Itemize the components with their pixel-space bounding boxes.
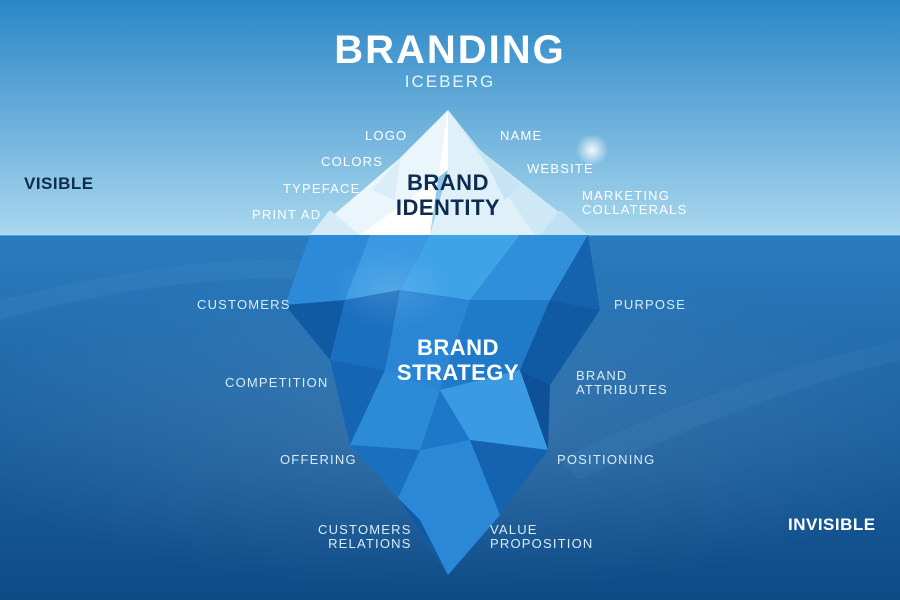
- page-subtitle: ICEBERG: [404, 72, 496, 91]
- label-colors: COLORS: [321, 154, 384, 169]
- label-positioning: POSITIONING: [557, 452, 656, 467]
- label-customers-relations-line1: CUSTOMERS: [318, 522, 412, 537]
- brand-strategy-line2: STRATEGY: [396, 360, 520, 385]
- water-curve-left: [0, 259, 330, 320]
- label-typeface: TYPEFACE: [283, 181, 361, 196]
- label-customers: CUSTOMERS: [197, 297, 291, 312]
- label-competition: COMPETITION: [225, 375, 329, 390]
- label-purpose: PURPOSE: [614, 297, 686, 312]
- iceberg-tip: [310, 110, 588, 235]
- brand-identity-title: BRAND IDENTITY: [358, 170, 538, 220]
- page-title: BRANDING: [334, 28, 566, 72]
- label-brand-attributes: BRAND ATTRIBUTES: [576, 369, 668, 397]
- label-website: WEBSITE: [527, 161, 594, 176]
- label-customers-relations: CUSTOMERS RELATIONS: [318, 523, 412, 551]
- label-customers-relations-line2: RELATIONS: [328, 536, 412, 551]
- brand-identity-line1: BRAND: [407, 170, 489, 195]
- label-print-ad: PRINT AD: [252, 207, 322, 222]
- label-marketing-line1: MARKETING: [582, 188, 671, 203]
- label-logo: LOGO: [365, 128, 408, 143]
- brand-strategy-title: BRAND STRATEGY: [368, 335, 548, 385]
- label-value-line2: PROPOSITION: [490, 536, 594, 551]
- label-brand-attributes-line1: BRAND: [576, 368, 628, 383]
- label-value-proposition: VALUE PROPOSITION: [490, 523, 594, 551]
- label-marketing-collaterals: MARKETING COLLATERALS: [582, 189, 687, 217]
- label-name: NAME: [500, 128, 543, 143]
- label-marketing-line2: COLLATERALS: [582, 202, 688, 217]
- brand-strategy-line1: BRAND: [417, 335, 499, 360]
- label-offering: OFFERING: [280, 452, 357, 467]
- water-curve-right: [560, 340, 900, 480]
- visible-label: VISIBLE: [24, 174, 94, 193]
- label-brand-attributes-line2: ATTRIBUTES: [576, 382, 668, 397]
- sparkle-glow: [576, 134, 608, 166]
- iceberg-inner-glow: [330, 250, 450, 330]
- label-value-line1: VALUE: [490, 522, 538, 537]
- invisible-label: INVISIBLE: [788, 515, 876, 534]
- brand-identity-line2: IDENTITY: [395, 195, 501, 220]
